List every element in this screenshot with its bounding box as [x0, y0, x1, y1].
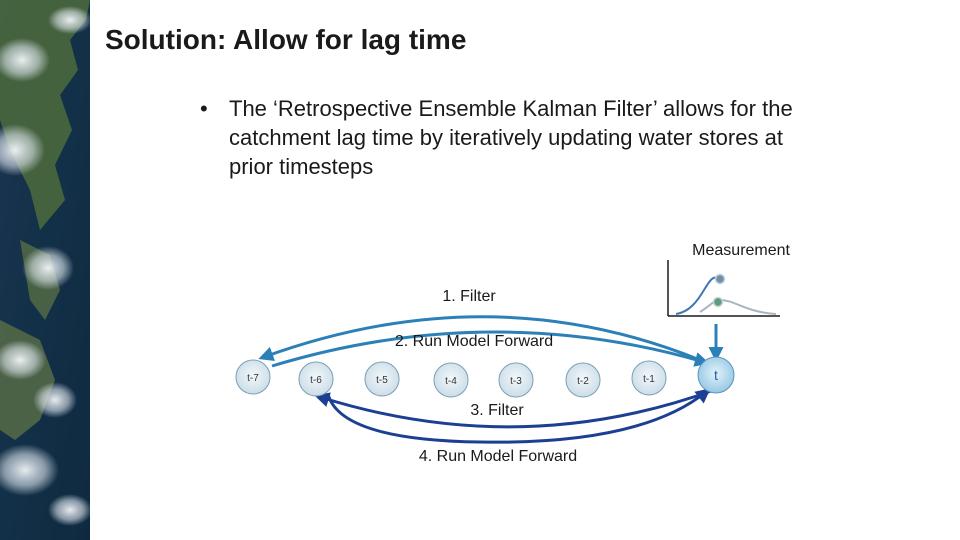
bullet-item: • The ‘Retrospective Ensemble Kalman Fil…: [200, 94, 800, 181]
timestep-node-t-6: t-6: [298, 361, 334, 397]
timestep-label: t-7: [247, 373, 259, 384]
timestep-node-t-3: t-3: [498, 362, 534, 398]
run-forward-arrow-4: [326, 388, 711, 444]
timestep-label: t-2: [577, 376, 589, 387]
timestep-node-t: t: [697, 356, 735, 394]
current-timestep-label: t: [714, 367, 718, 383]
timestep-node-t-4: t-4: [433, 362, 469, 398]
filter-arrow-3: [314, 388, 715, 429]
slide-title: Solution: Allow for lag time: [105, 24, 467, 55]
measurement-curve-model: [699, 298, 777, 315]
timestep-label: t-6: [310, 375, 322, 386]
bullet-text: The ‘Retrospective Ensemble Kalman Filte…: [229, 96, 793, 179]
filter-arrow-1: [258, 315, 701, 362]
timestep-node-t-1: t-1: [631, 360, 667, 396]
timestep-node-t-7: t-7: [235, 359, 271, 395]
timestep-label: t-5: [376, 375, 388, 386]
measurement-inset: Measurement: [667, 242, 791, 362]
step-label-1: 1. Filter: [442, 288, 496, 305]
bullet-marker: •: [200, 96, 208, 121]
run-forward-arrow-2: [271, 330, 710, 368]
step-label-4: 4. Run Model Forward: [419, 448, 577, 465]
timestep-node-t-5: t-5: [364, 361, 400, 397]
measurement-label: Measurement: [692, 242, 790, 259]
timestep-label: t-1: [643, 374, 655, 385]
step-label-2: 2. Run Model Forward: [395, 333, 553, 350]
step-label-3: 3. Filter: [470, 402, 524, 419]
model-point: [712, 296, 724, 308]
timestep-label: t-4: [445, 376, 457, 387]
timestep-node-t-2: t-2: [565, 362, 601, 398]
measurement-curve-observed: [675, 276, 719, 315]
timestep-label: t-3: [510, 376, 522, 387]
satellite-earth-image: [0, 0, 90, 540]
measurement-point: [714, 273, 726, 285]
